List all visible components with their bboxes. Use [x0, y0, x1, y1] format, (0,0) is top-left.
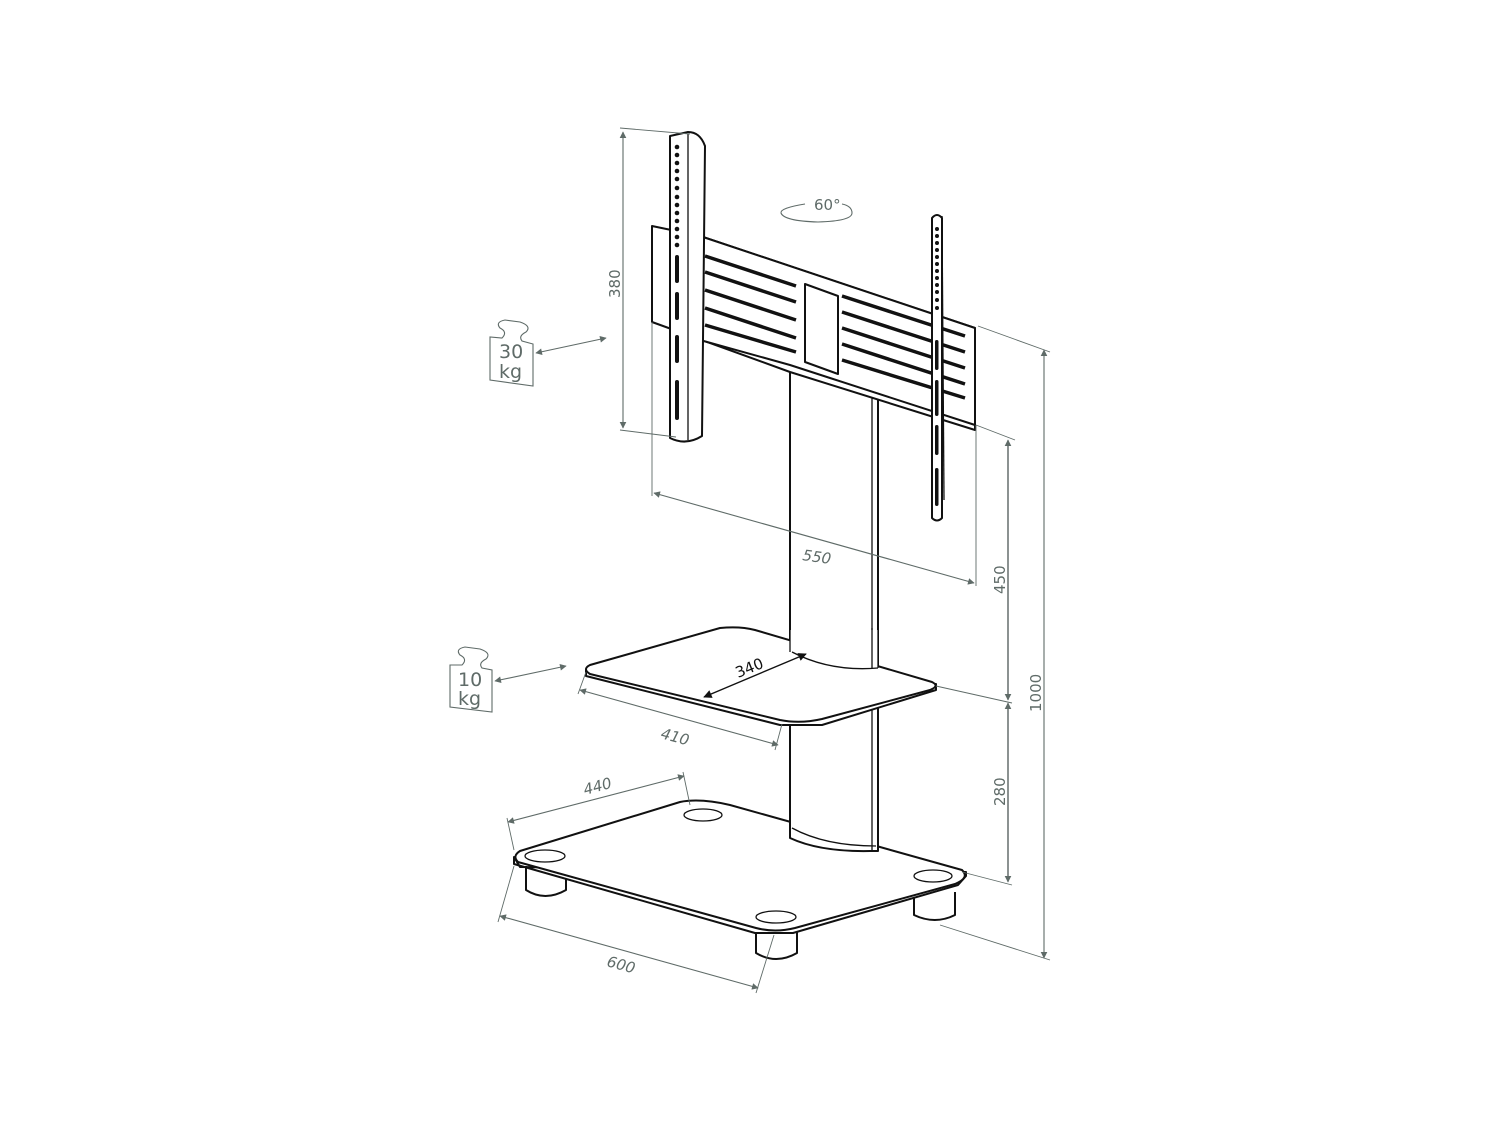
- base-foot: [755, 930, 798, 960]
- dimension-mount-height: 380: [606, 127, 691, 438]
- column: [789, 371, 879, 853]
- load-rating-mount: 30 kg: [489, 319, 607, 387]
- dimension-label: 450: [991, 565, 1009, 594]
- dimension-label: 1000: [1027, 674, 1045, 712]
- load-rating-shelf: 10 kg: [449, 646, 567, 713]
- weight-value: 10: [458, 669, 482, 691]
- rotation-label: 60°: [814, 196, 841, 214]
- dimension-label: 380: [606, 269, 624, 298]
- dimension-total-height: 1000: [939, 325, 1051, 961]
- base-plate: [513, 799, 967, 960]
- weight-icon: [489, 319, 534, 387]
- mount-arm-left: [669, 131, 706, 443]
- dimension-label: 280: [991, 777, 1009, 806]
- vesa-mount: [651, 131, 976, 522]
- weight-icon: [449, 646, 493, 713]
- dimension-label: 550: [801, 546, 832, 568]
- dimension-shelf-to-floor: 280: [961, 702, 1013, 886]
- rotation-indicator: 60°: [780, 196, 853, 223]
- dimension-label: 410: [659, 724, 691, 749]
- weight-unit: kg: [458, 688, 481, 710]
- mount-arm-right: [931, 214, 945, 522]
- dimension-mount-width: 550: [651, 322, 977, 586]
- weight-value: 30: [499, 341, 523, 363]
- middle-shelf: [585, 626, 937, 726]
- dimension-label: 600: [605, 952, 637, 977]
- base-foot: [913, 892, 956, 921]
- weight-unit: kg: [499, 361, 522, 383]
- dimension-mount-to-shelf: 450: [935, 424, 1016, 704]
